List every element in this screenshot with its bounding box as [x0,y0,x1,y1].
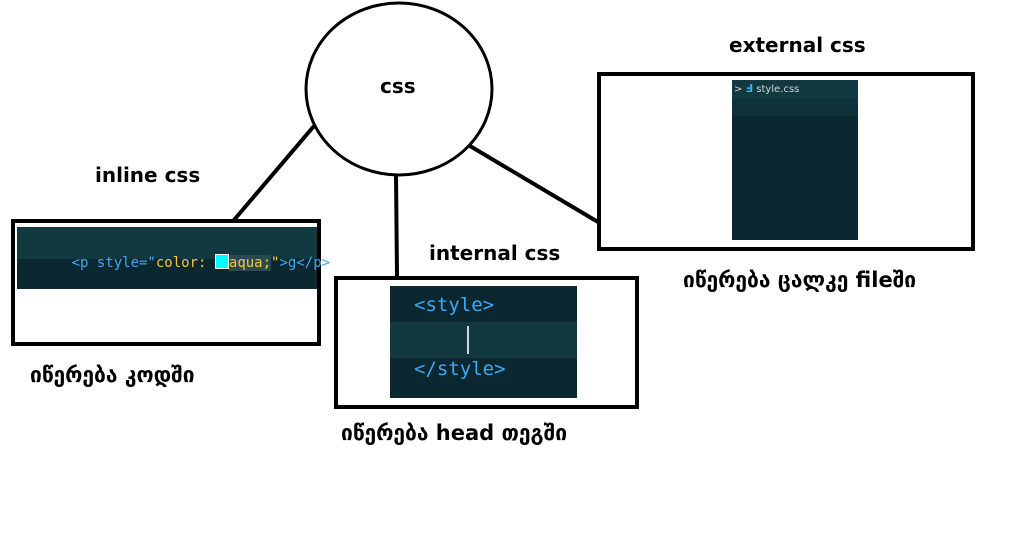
inline-title: inline css [95,163,201,187]
external-caption: იწერება ცალკე fileში [683,268,917,292]
center-label: css [380,74,416,98]
editor-breadcrumb: > Ⅎ style.css [734,82,799,95]
style-close-tag: </style> [414,358,506,380]
style-open-tag: <style> [414,294,495,316]
internal-code-screenshot: <style> </style> [390,286,577,398]
internal-title: internal css [429,241,561,265]
color-swatch [214,254,229,269]
breadcrumb-file[interactable]: style.css [756,84,800,95]
inline-caption: იწერება კოდში [30,363,195,387]
text-cursor [467,326,469,354]
line-to-internal [394,174,399,277]
p-tag-content: >g</p> [279,255,331,271]
external-title: external css [729,33,866,57]
style-prop: color: [155,255,207,271]
css-circle [304,1,494,177]
css3-icon: Ⅎ [745,82,754,95]
inline-box: <p style="color: aqua;">g</p> [11,219,330,346]
line-to-external [468,144,600,224]
close-quote: " [271,255,280,271]
external-box: > Ⅎ style.css [597,72,975,251]
inline-code-screenshot: <p style="color: aqua;">g</p> [17,227,330,289]
external-editor-screenshot: > Ⅎ style.css [732,80,858,240]
line-to-inline [232,124,316,222]
breadcrumb-separator: > [734,84,743,95]
inline-code-line: <p style="color: aqua;">g</p> [21,233,330,293]
internal-caption: იწერება head თეგში [341,421,568,445]
internal-box: <style> </style> [334,276,639,409]
p-tag-open: <p style=" [71,255,156,271]
style-value: aqua; [228,255,272,271]
